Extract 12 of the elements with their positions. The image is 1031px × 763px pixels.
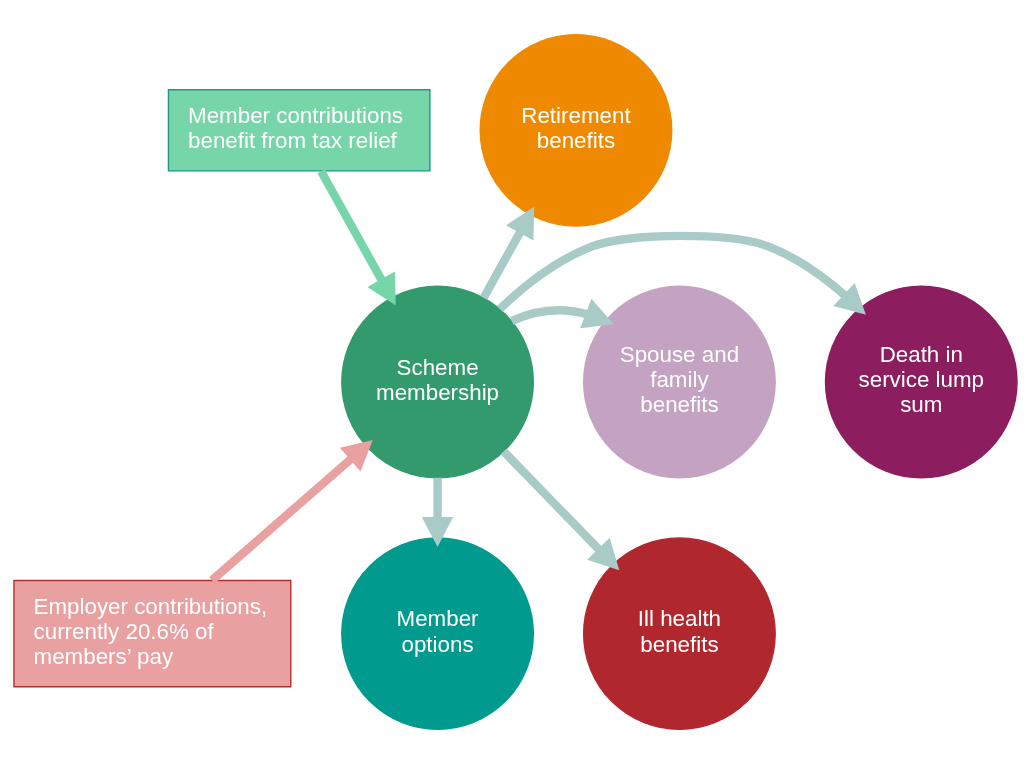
arrow: [500, 447, 620, 570]
arrow: [497, 231, 866, 315]
arrow: [510, 298, 614, 328]
node-circle: Retirement benefits: [479, 33, 673, 227]
node-box: Member contributions benefit from tax relief: [167, 88, 431, 172]
arrow: [317, 168, 396, 305]
arrow: [421, 477, 454, 547]
node-box: Employer contributions, currently 20.6% of members’ pay: [13, 579, 292, 687]
arrow: [209, 439, 373, 583]
arrow: [480, 206, 535, 300]
node-circle: Death in service lump sum: [824, 285, 1018, 478]
node-circle: Member options: [341, 536, 535, 730]
